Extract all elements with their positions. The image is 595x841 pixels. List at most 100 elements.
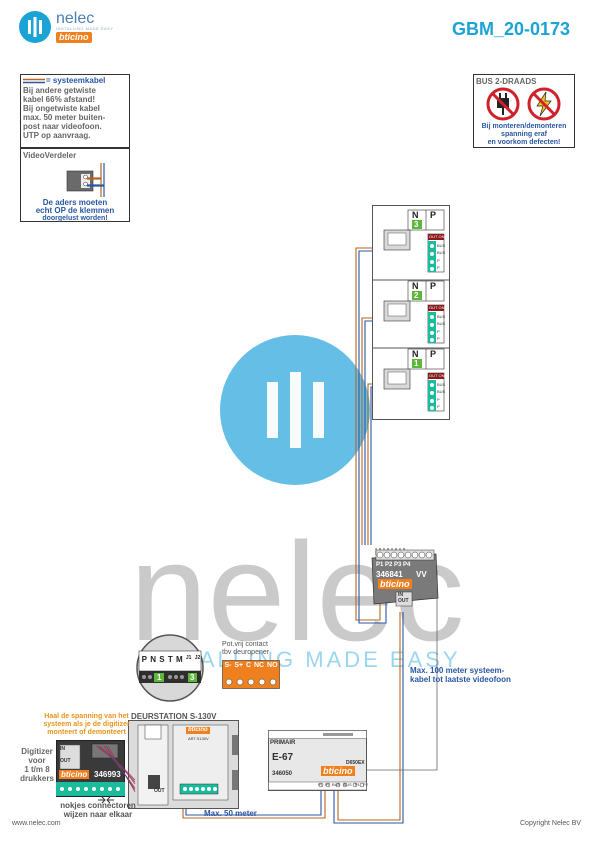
monitor-terminal: BUS xyxy=(437,243,446,248)
splitter-ports: P1 P2 P3 P4 xyxy=(376,562,410,569)
digitizer-label: Digitizer voor 1 t/m 8 drukkers xyxy=(20,747,54,783)
doc-code: GBM_20-0173 xyxy=(452,19,571,39)
monitor-terminal: P xyxy=(437,397,440,402)
monitor-terminal: BUS xyxy=(437,250,446,255)
zoom-digit: 3 xyxy=(190,673,195,682)
digitizer-note: nokjes connectoren wijzen naar elkaar xyxy=(58,801,138,819)
splitter-out: OUT xyxy=(398,598,409,604)
monitor-p-label: P xyxy=(430,210,437,220)
distributor-note: echt OP de klemmen xyxy=(35,206,115,215)
monitor-unit-graphic xyxy=(383,209,445,273)
bus-title: BUS 2-DRAADS xyxy=(476,77,537,86)
monitor-terminal: BUS xyxy=(437,382,446,387)
digitizer-module xyxy=(56,740,136,797)
monitor-unit-graphic xyxy=(383,348,445,412)
psu-model: E-67 xyxy=(272,752,294,763)
monitor-unit-graphic xyxy=(383,280,445,344)
monitor-terminal: P xyxy=(437,336,440,341)
monitor-address: 1 xyxy=(414,359,419,368)
distributor-note: doorgelust worden! xyxy=(42,215,108,222)
splitter-vv: VV xyxy=(416,570,427,579)
brand-tagline: INSTALLING MADE EASY xyxy=(56,26,114,31)
max100-annotation: kabel tot laatste videofoon xyxy=(410,675,511,684)
legend-line: kabel 66% afstand! xyxy=(23,95,96,104)
psu-terminal-label: P1 xyxy=(354,782,360,787)
monitor-p-label: P xyxy=(430,281,437,291)
monitor-terminal: P xyxy=(437,329,440,334)
digitizer-label-line: 1 t/m 8 xyxy=(24,765,50,774)
monitor-terminal: BUS xyxy=(437,389,446,394)
digitizer-hint-line: systeem als je de digitizer xyxy=(43,721,130,728)
splitter-port-label: P3 xyxy=(394,562,402,568)
psu-terminal-label: BUS xyxy=(343,782,352,787)
monitor-n-label: N xyxy=(412,349,419,359)
digitizer-label-line: voor xyxy=(28,756,46,765)
digitizer-article: 346993 xyxy=(94,770,121,779)
digitizer-hint-line: monteert of demonteert xyxy=(47,729,126,736)
contact-terminal-label: S- xyxy=(224,662,232,669)
legend-line: UTP op aanvraag. xyxy=(23,131,91,140)
digitizer-label-line: Digitizer xyxy=(21,747,53,756)
cable-brown xyxy=(337,612,401,821)
monitor-terminal-label: OUT ON xyxy=(429,234,445,239)
cable-brown xyxy=(355,545,381,621)
monitor-terminal-label: OUT ON xyxy=(429,305,445,310)
distributor-terminal-icon xyxy=(66,163,105,197)
monitor-n-label: N xyxy=(412,281,419,291)
zoom-label: P xyxy=(141,655,147,664)
door-station-title: DEURSTATION S-130V xyxy=(131,712,217,721)
no-plug-icon xyxy=(486,87,561,121)
psu-article: 346050 xyxy=(272,771,293,777)
cable-blue xyxy=(358,545,387,624)
digitizer-hint-line: Haal de spanning van het xyxy=(44,713,129,720)
zoom-digit: 1 xyxy=(157,673,162,682)
distributor-title: VideoVerdeler xyxy=(23,151,77,160)
digitizer-note-line: nokjes connectoren xyxy=(60,801,136,810)
brand-name: nelec xyxy=(56,10,95,27)
door-station-brand: bticino xyxy=(186,727,210,734)
contact-terminal-label: NC xyxy=(254,662,265,669)
monitor-address: 2 xyxy=(414,291,419,300)
digitizer-label-line: drukkers xyxy=(20,774,54,783)
door-station xyxy=(128,720,239,809)
monitor-terminal: P xyxy=(437,258,440,263)
monitor-terminal: P xyxy=(437,265,440,270)
bus-warning-line: spanning eraf xyxy=(501,131,547,138)
bus-warning-box: BUS 2-DRAADS Bij monteren/demonteren spa… xyxy=(473,74,575,148)
digitizer-hint: Haal de spanning van het systeem als je … xyxy=(20,713,153,737)
splitter-port-label: P1 xyxy=(376,562,384,568)
bus-warning-line: Bij monteren/demonteren xyxy=(481,123,567,130)
monitor-terminal-label: OUT ON xyxy=(429,373,445,378)
psu-terminal-label: BUS xyxy=(332,782,341,787)
psu-terminal-label: PI xyxy=(318,782,322,787)
contact-terminal-label: C xyxy=(246,662,252,669)
cable-legend-swatch xyxy=(23,78,45,84)
contact-terminals: S- S+ C NC NO xyxy=(223,662,279,669)
distributor-note: De aders moeten xyxy=(42,198,108,207)
psu-terminal-label: PI xyxy=(325,782,329,787)
splitter-port-label: P2 xyxy=(385,562,393,568)
door-station-article: ART.S130V xyxy=(188,736,209,741)
monitor-n-label: N xyxy=(412,210,419,220)
psu-primary: PRIMAIR xyxy=(270,740,296,746)
power-supply xyxy=(268,730,367,791)
monitor-terminal: BUS xyxy=(437,314,446,319)
contact-title-line: tbv deuropener xyxy=(222,649,270,656)
arrows-icon xyxy=(98,796,114,804)
distributor-box: VideoVerdeler De aders moeten echt OP de… xyxy=(20,148,130,222)
legend-line: max. 50 meter buiten- xyxy=(23,113,106,122)
monitor-terminal: BUS xyxy=(437,321,446,326)
brand-sub: bticino xyxy=(56,32,92,43)
splitter-in: IN xyxy=(398,592,403,598)
zoom-label: J2 xyxy=(194,655,201,661)
footer-left: www.nelec.com xyxy=(12,820,61,827)
cable-legend-label: = systeemkabel xyxy=(46,76,106,85)
splitter-article: 346841 xyxy=(376,570,403,579)
max100-annotation: Max. 100 meter systeem- xyxy=(410,666,505,675)
digitizer-brand: bticino xyxy=(59,770,90,779)
psu-terminals: PI PI BUS BUS P1 P2 xyxy=(318,782,368,787)
zoom-label: M xyxy=(175,655,183,664)
psu-terminal-label: P2 xyxy=(363,782,368,787)
contact-terminal-label: S+ xyxy=(234,662,244,669)
